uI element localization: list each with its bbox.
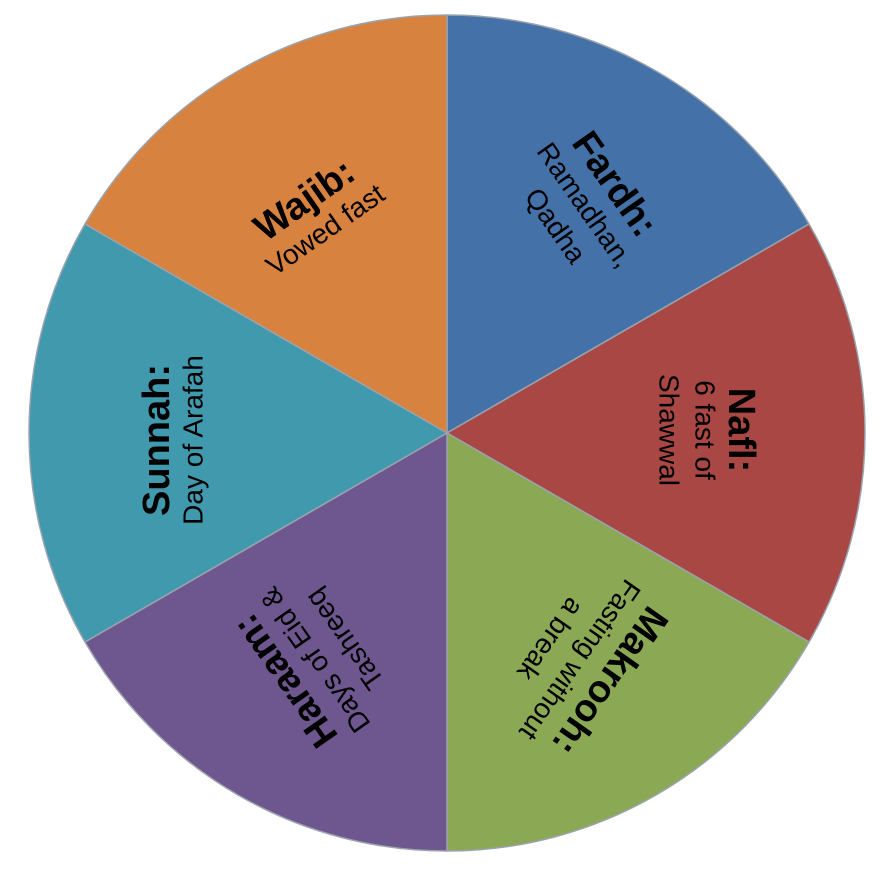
slice-sunnah (28, 222, 449, 644)
nafl-title: Nafl: (720, 388, 762, 472)
slice-makrooh (446, 431, 811, 852)
sunnah-title: Sunnah: (136, 364, 178, 516)
slice-fardh (446, 14, 811, 435)
slice-wajib (83, 14, 448, 435)
wheel-slices (28, 14, 866, 852)
slice-nafl (445, 222, 866, 644)
sunnah-line-1: Day of Arafah (178, 355, 209, 525)
label-nafl: Nafl: 6 fast of Shawwal (654, 374, 763, 486)
nafl-line-2: Shawwal (654, 374, 685, 486)
slice-haraam (83, 431, 448, 852)
label-sunnah: Sunnah: Day of Arafah (136, 355, 209, 525)
nafl-line-1: 6 fast of (690, 380, 721, 480)
